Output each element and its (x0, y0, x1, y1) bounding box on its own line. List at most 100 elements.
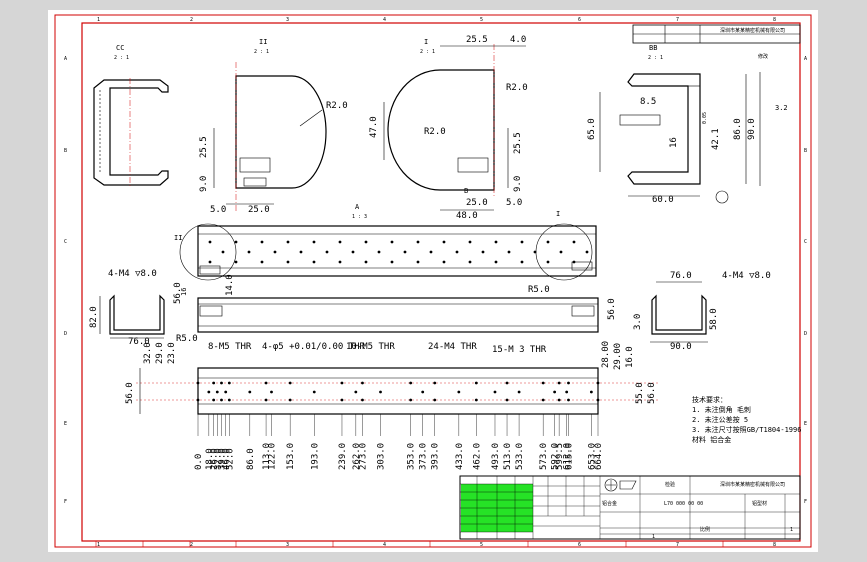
hole-mark (457, 390, 461, 394)
title-part-name: 铝型材 (752, 500, 767, 507)
chain-label: 393.0 (431, 443, 441, 470)
dim-i-90: 9.0 (513, 176, 523, 192)
hole-mark (565, 390, 569, 394)
front-hole-mark (286, 260, 290, 264)
zone-col-5: 5 (480, 17, 483, 23)
dim-ii-250: 25.0 (248, 205, 270, 215)
side-view: 14.0 R5.0 56.0 (197, 274, 617, 333)
hole-mark (361, 381, 364, 385)
zone-col-2-bottom: 2 (190, 542, 193, 548)
zone-row-a-right: A (804, 56, 807, 62)
front-hole-mark (234, 260, 238, 264)
zone-col-6-bottom: 6 (578, 542, 581, 548)
hole-note-m4: 24-M4 THR (428, 342, 477, 352)
note-line-2: 1. 未注倒角 毛刺 (692, 405, 751, 414)
hole-mark (312, 390, 316, 394)
hole-mark (596, 381, 600, 385)
hole-mark (196, 381, 200, 385)
dim-bottom-230: 23.0 (167, 342, 177, 364)
front-hole-mark (442, 240, 446, 244)
title-sheet: 1 (652, 534, 655, 540)
chain-label: 39.0 (217, 448, 227, 470)
title-company: 深圳市某某精密机械有限公司 (720, 481, 785, 488)
tolerance-frame (619, 114, 661, 126)
hole-mark (557, 398, 561, 402)
dim-left-56: 56.0 (173, 282, 183, 304)
chain-label: 353.0 (407, 443, 417, 470)
hole-mark (421, 390, 425, 394)
chain-label: 153.0 (286, 443, 296, 470)
technical-notes: 技术要求： 1. 未注倒角 毛刺 2. 未注公差按 5 3. 未注尺寸按照GB/… (692, 395, 801, 444)
title-stamp: 检验 (665, 481, 675, 488)
zone-row-c: C (64, 239, 67, 245)
detail-ii: II 2 : 1 R2.0 25.5 9.0 5.0 25.0 (199, 38, 348, 215)
hole-mark (541, 381, 545, 385)
chain-label: 612.0 (563, 443, 573, 470)
chain-label: 513.0 (503, 443, 513, 470)
dim-i-255: 25.5 (466, 35, 488, 45)
hole-mark (433, 398, 437, 402)
chain-label: 113.0 (262, 443, 272, 470)
dim-i-40: 4.0 (510, 35, 526, 45)
zone-col-4-bottom: 4 (383, 542, 386, 548)
sheet-background (48, 10, 818, 552)
datum-circle-icon (715, 190, 729, 204)
zone-row-d: D (64, 331, 67, 337)
hole-mark (196, 398, 200, 402)
front-hole-mark (247, 250, 251, 254)
front-hole-mark (351, 250, 355, 254)
front-hole-mark (546, 260, 550, 264)
chain-label: 653.0 (587, 443, 597, 470)
dim-bottom-550: 55.0 (635, 382, 645, 404)
dim-right-900: 90.0 (670, 342, 692, 352)
dim-bottom-2900: 29.00 (613, 343, 623, 370)
front-hole-mark (377, 250, 381, 254)
hole-mark (288, 398, 292, 402)
detail-ii-marker (179, 223, 237, 281)
hole-mark (288, 381, 292, 385)
dim-i-255b: 25.5 (513, 132, 523, 154)
front-hole-mark (325, 250, 329, 254)
zone-col-4: 4 (383, 17, 386, 23)
chain-label: 52.0 (225, 448, 235, 470)
chain-label: 86.0 (246, 448, 256, 470)
front-hole-mark (520, 260, 524, 264)
front-hole-mark (208, 260, 212, 264)
dim-i-250: 25.0 (466, 198, 488, 208)
zone-col-7: 7 (676, 17, 679, 23)
front-hole-mark (299, 250, 303, 254)
hole-mark (361, 398, 364, 402)
bottom-view: 8-M5 THR 4-φ5 +0.01/0.00 THR 10-M5 THR 2… (125, 341, 660, 470)
chain-label: 193.0 (310, 443, 320, 470)
hole-mark (212, 398, 216, 402)
front-hole-mark (364, 240, 368, 244)
front-hole-mark (416, 240, 420, 244)
hole-note-phi5: 4-φ5 +0.01/0.00 THR (262, 342, 366, 352)
dim-bb-860: 86.0 (733, 118, 743, 140)
zone-row-e-right: E (804, 421, 807, 427)
dim-bb-650: 65.0 (587, 118, 597, 140)
dim-i-b: B (464, 187, 468, 195)
chain-label: 573.0 (539, 443, 549, 470)
chain-label: 433.0 (455, 443, 465, 470)
dim-i-480: 48.0 (456, 211, 478, 221)
front-hole-mark (559, 250, 563, 254)
chain-label: 26.0 (210, 448, 220, 470)
chain-label: 599.5 (555, 443, 565, 470)
hole-mark (541, 398, 545, 402)
front-hole-mark (507, 250, 511, 254)
dim-right-580: 58.0 (709, 308, 719, 330)
revision-block: 深圳市某某精密机械有限公司 修改 (632, 24, 801, 60)
front-hole-mark (273, 250, 277, 254)
hole-mark (215, 390, 219, 394)
dim-bb-421: 42.1 (711, 128, 721, 150)
revision-company: 深圳市某某精密机械有限公司 (720, 27, 785, 34)
zone-row-a: A (64, 56, 67, 62)
dim-bb-tol: 0.05 (702, 112, 708, 124)
dim-left-820: 82.0 (89, 306, 99, 328)
chain-label: 493.0 (491, 443, 501, 470)
chain-label: 373.0 (419, 443, 429, 470)
left-end-view: 4-M4 ▽8.0 76.0 82.0 56.0 R5.0 16 (89, 269, 198, 347)
logo-icon (604, 478, 637, 492)
front-hole-pattern (208, 240, 589, 264)
